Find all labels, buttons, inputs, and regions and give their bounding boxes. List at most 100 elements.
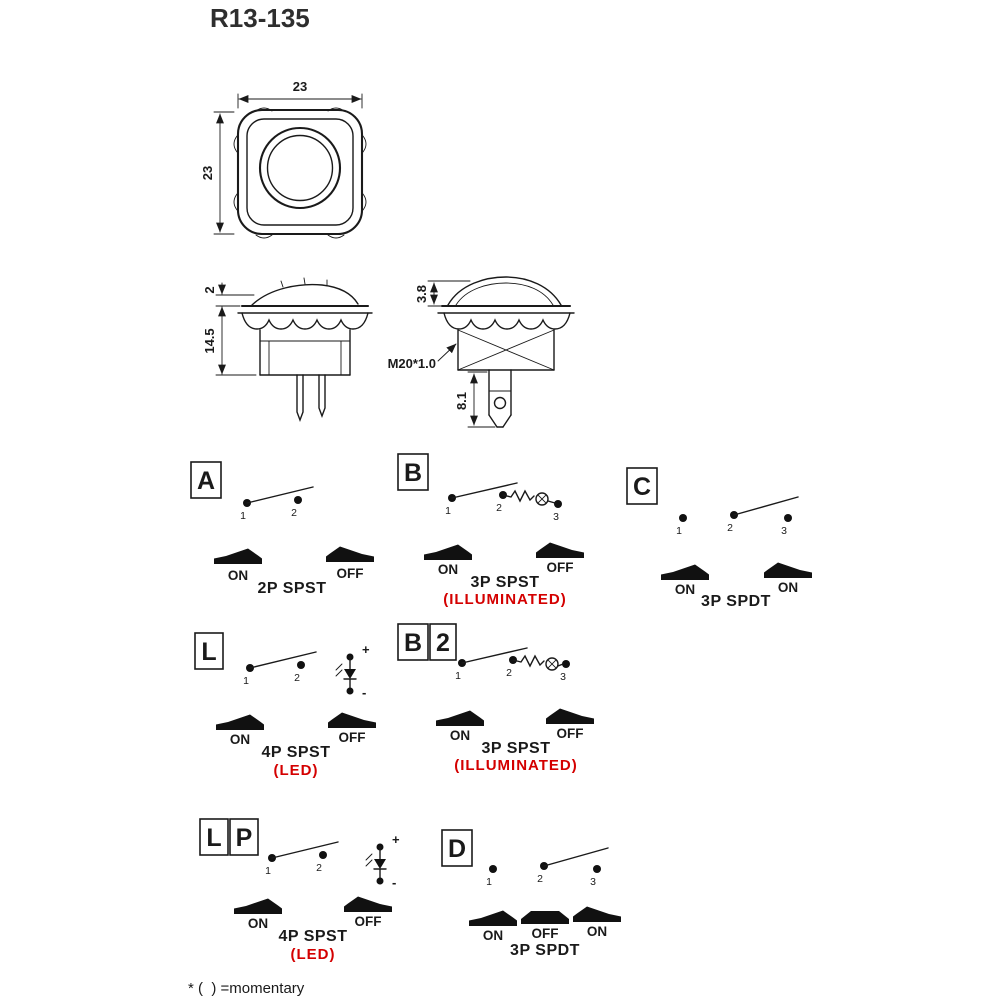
switch-type-label: 3P SPST [470,574,539,591]
terminal-dot [784,514,792,522]
terminal-dot [319,851,327,859]
on-label: ON [483,928,503,943]
switch-type-label: 3P SPDT [701,593,771,610]
switch-lever [543,847,609,867]
on-label: ON [778,580,798,595]
thread-label: M20*1.0 [388,356,436,371]
terminal-dot [489,865,497,873]
dimension-label: 8.1 [454,392,469,410]
switch-lever [451,482,518,499]
off-label: OFF [337,566,364,581]
dimension-label: 3.8 [414,285,429,303]
led-plus-label: + [392,832,400,847]
top-view-width-dimension: 23 [237,79,363,109]
switch-subtype-label: (ILLUMINATED) [443,591,567,608]
panel-d: D 1 2 3 ON OFF ON 3P SPDT [441,829,621,959]
terminal-number: 1 [240,510,246,522]
terminal-number: 2 [291,507,297,519]
off-label: OFF [339,730,366,745]
switch-subtype-label: (LED) [291,946,336,963]
top-view-drawing: 23 23 [200,79,367,239]
rocker-off-icon [546,708,594,724]
front-view-drawing: 2 14.5 [202,277,373,422]
terminal-dot [679,514,687,522]
variant-letter: L [206,824,221,852]
rocker-off-icon [521,911,569,924]
switch-type-label: 3P SPDT [510,942,580,959]
variant-letter: A [197,467,215,495]
rocker-off-icon [326,546,374,562]
switch-lever [733,496,799,516]
terminal-number: 2 [316,862,322,874]
terminal-number: 3 [553,511,559,523]
side-view-drawing: 3.8 M20*1.0 8.1 [388,276,575,428]
terminal-number: 2 [727,522,733,534]
dimension-label: 14.5 [202,328,217,353]
variant-letter: B [404,629,422,657]
front-view-body-dimension: 14.5 [202,306,257,376]
side-view-terminal-dimension: 8.1 [454,371,496,428]
variant-letter: B [404,459,422,487]
terminal-number: 3 [560,671,566,683]
variant-letter-box [429,623,457,661]
dimension-label: 2 [202,286,217,293]
terminal-dot [554,500,562,508]
on-label: ON [587,924,607,939]
rocker-on-icon [764,562,812,578]
lamp-icon [502,489,556,506]
variant-letter: C [633,473,651,501]
page-title: R13-135 [210,3,310,33]
switch-subtype-label: (ILLUMINATED) [454,757,578,774]
switch-lever [271,841,339,859]
terminal-number: 2 [537,873,543,885]
variant-letter: 2 [436,629,450,657]
variant-letter-box [199,818,229,856]
switch-lever [246,486,314,504]
dimension-label: 23 [293,79,307,94]
led-minus-label: - [362,685,366,700]
variant-letter-box [397,453,429,491]
pin-right [318,374,326,418]
panel-b2: B 2 1 2 3 ON OFF 3P SPST (ILLUMINATED) [397,623,594,774]
rocker-on-icon [436,710,484,726]
terminal-number: 2 [496,502,502,514]
front-view-outline [237,277,373,422]
terminal-number: 3 [781,525,787,537]
side-view-outline [437,276,575,428]
variant-letter-box [397,623,429,661]
panel-l: L 1 2 + - ON OFF 4P SPST (LED) [194,632,376,779]
terminal-number: 1 [455,670,461,682]
off-label: OFF [547,560,574,575]
on-label: ON [248,916,268,931]
rocker-off-icon [328,712,376,728]
terminal-number: 2 [294,672,300,684]
rocker-on-icon [661,564,709,580]
off-label: OFF [557,726,584,741]
switch-type-label: 4P SPST [278,928,347,945]
panel-b: B 1 2 3 ON OFF 3P SPST (ILLUMINATED) [397,453,584,608]
led-minus-label: - [392,875,396,890]
on-label: ON [675,582,695,597]
rocker-on-icon [469,910,517,926]
variant-letter: L [201,638,216,666]
rocker-on-icon [573,906,621,922]
variant-letter-box [194,632,224,670]
panel-a: A 1 2 ON OFF 2P SPST [190,461,374,597]
switch-type-label: 3P SPST [481,740,550,757]
terminal-number: 3 [590,876,596,888]
panel-lp: L P 1 2 + - ON OFF 4P SPST (LED) [199,818,400,963]
panel-c: C 1 2 3 ON ON 3P SPDT [626,467,812,610]
pin-left [296,374,304,422]
side-view-cap-dimension: 3.8 [414,280,471,307]
on-label: ON [450,728,470,743]
rocker-on-icon [216,714,264,730]
rocker-off-icon [344,896,392,912]
on-label: ON [228,568,248,583]
terminal-number: 1 [486,876,492,888]
terminal-number: 1 [265,865,271,877]
terminal-number: 1 [445,505,451,517]
switch-type-label: 2P SPST [257,580,326,597]
off-label: OFF [355,914,382,929]
